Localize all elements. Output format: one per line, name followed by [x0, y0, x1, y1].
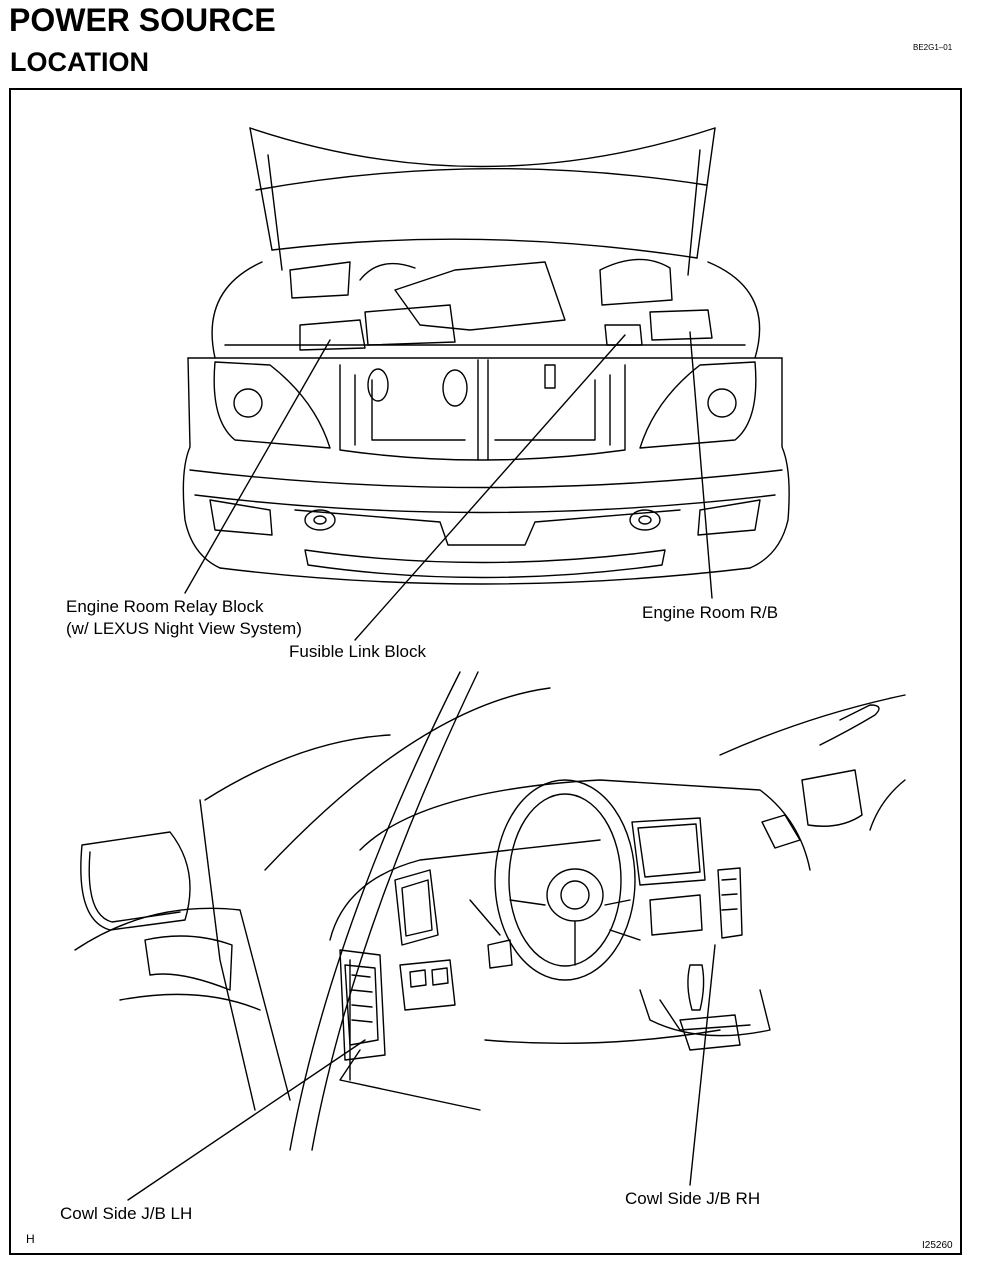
engine-bay-illustration — [182, 127, 790, 585]
leader-fusible-link-block — [354, 334, 626, 641]
leader-engine-room-relay-block — [184, 339, 331, 594]
label-cowl-side-jb-lh: Cowl Side J/B LH — [60, 1204, 193, 1223]
page-marker: H — [26, 1232, 35, 1246]
page-title: POWER SOURCE — [9, 2, 276, 38]
document-code: BE2G1–01 — [913, 43, 953, 52]
figure-id: I25260 — [922, 1240, 953, 1251]
label-engine-room-rb: Engine Room R/B — [642, 603, 779, 622]
leader-cowl-side-jb-lh — [127, 1039, 366, 1201]
label-cowl-side-jb-rh: Cowl Side J/B RH — [625, 1189, 761, 1208]
lexus-logo — [546, 868, 604, 922]
leader-cowl-side-jb-rh — [689, 944, 716, 1186]
section-subtitle: LOCATION — [10, 47, 149, 77]
interior-illustration — [74, 671, 906, 1151]
figure-frame — [9, 88, 962, 1255]
label-engine-room-relay-block-note: (w/ LEXUS Night View System) — [66, 619, 302, 638]
leader-engine-room-rb — [689, 331, 713, 599]
label-fusible-link-block: Fusible Link Block — [289, 642, 427, 661]
label-engine-room-relay-block: Engine Room Relay Block — [66, 597, 264, 616]
